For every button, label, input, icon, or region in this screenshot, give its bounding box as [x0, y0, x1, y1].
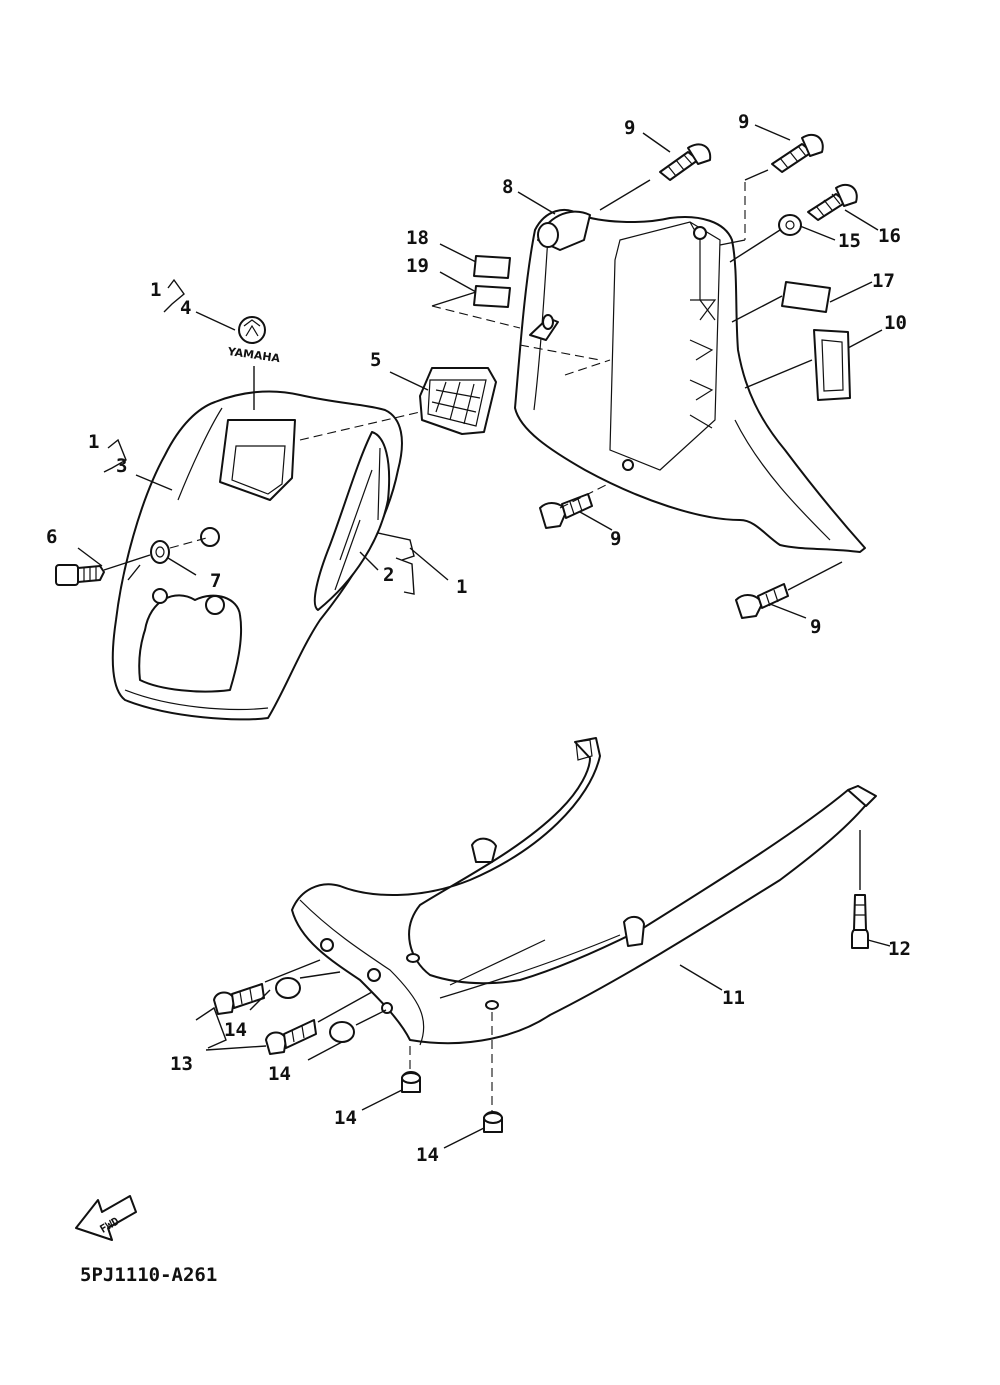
washer-15	[778, 214, 802, 236]
callout-9: 9	[738, 111, 749, 133]
yamaha-emblem: YAMAHA	[226, 316, 281, 365]
front-cover	[111, 390, 403, 721]
screw-9-low	[735, 583, 789, 619]
callout-10: 10	[884, 312, 907, 334]
callout-14: 14	[416, 1144, 439, 1166]
emblem-text: YAMAHA	[226, 345, 281, 365]
screw-9-top-left	[659, 143, 712, 181]
callout-1: 1	[456, 576, 467, 598]
callout-1: 1	[150, 279, 161, 301]
callout-11: 11	[722, 987, 745, 1009]
screw-9-mid	[539, 493, 593, 529]
callout-3: 3	[116, 455, 127, 477]
screw-13-upper	[213, 983, 265, 1015]
callout-9: 9	[810, 616, 821, 638]
callout-14: 14	[334, 1107, 357, 1129]
clip-14-b	[329, 1021, 355, 1043]
callout-9: 9	[624, 117, 635, 139]
label-18	[473, 255, 511, 279]
floor-cover	[291, 737, 877, 1046]
callout-19: 19	[406, 255, 429, 277]
screw-9-top-right	[771, 133, 824, 173]
clip-14-c	[401, 1071, 421, 1093]
callout-14: 14	[224, 1019, 247, 1041]
callout-8: 8	[502, 176, 513, 198]
clip-14-d	[483, 1111, 503, 1133]
screw-13-lower	[265, 1019, 317, 1055]
callout-1: 1	[88, 431, 99, 453]
callout-4: 4	[180, 297, 191, 319]
label-17	[781, 281, 831, 313]
intake-grille	[419, 367, 497, 435]
callout-16: 16	[878, 225, 901, 247]
callout-14: 14	[268, 1063, 291, 1085]
callout-5: 5	[370, 349, 381, 371]
inner-panel	[514, 209, 866, 553]
callout-labels: 9 9 8 16 18 15 19 17 1 4 10 5 1 3 6 9 7 …	[46, 111, 911, 1166]
fwd-arrow-icon: FWD	[75, 1195, 137, 1241]
screw-6	[55, 564, 105, 586]
callout-9: 9	[610, 528, 621, 550]
label-19	[473, 285, 511, 308]
leader-lines	[77, 124, 891, 1149]
callout-17: 17	[872, 270, 895, 292]
callout-6: 6	[46, 526, 57, 548]
clip-14-a	[275, 977, 301, 999]
callout-2: 2	[383, 564, 394, 586]
diagram-code: 5PJ1110-A261	[80, 1264, 218, 1286]
screw-16	[807, 183, 858, 221]
screw-12	[851, 894, 869, 949]
callout-7: 7	[210, 570, 221, 592]
callout-12: 12	[888, 938, 911, 960]
callout-18: 18	[406, 227, 429, 249]
callout-13: 13	[170, 1053, 193, 1075]
seal-10	[813, 329, 851, 401]
callout-15: 15	[838, 230, 861, 252]
